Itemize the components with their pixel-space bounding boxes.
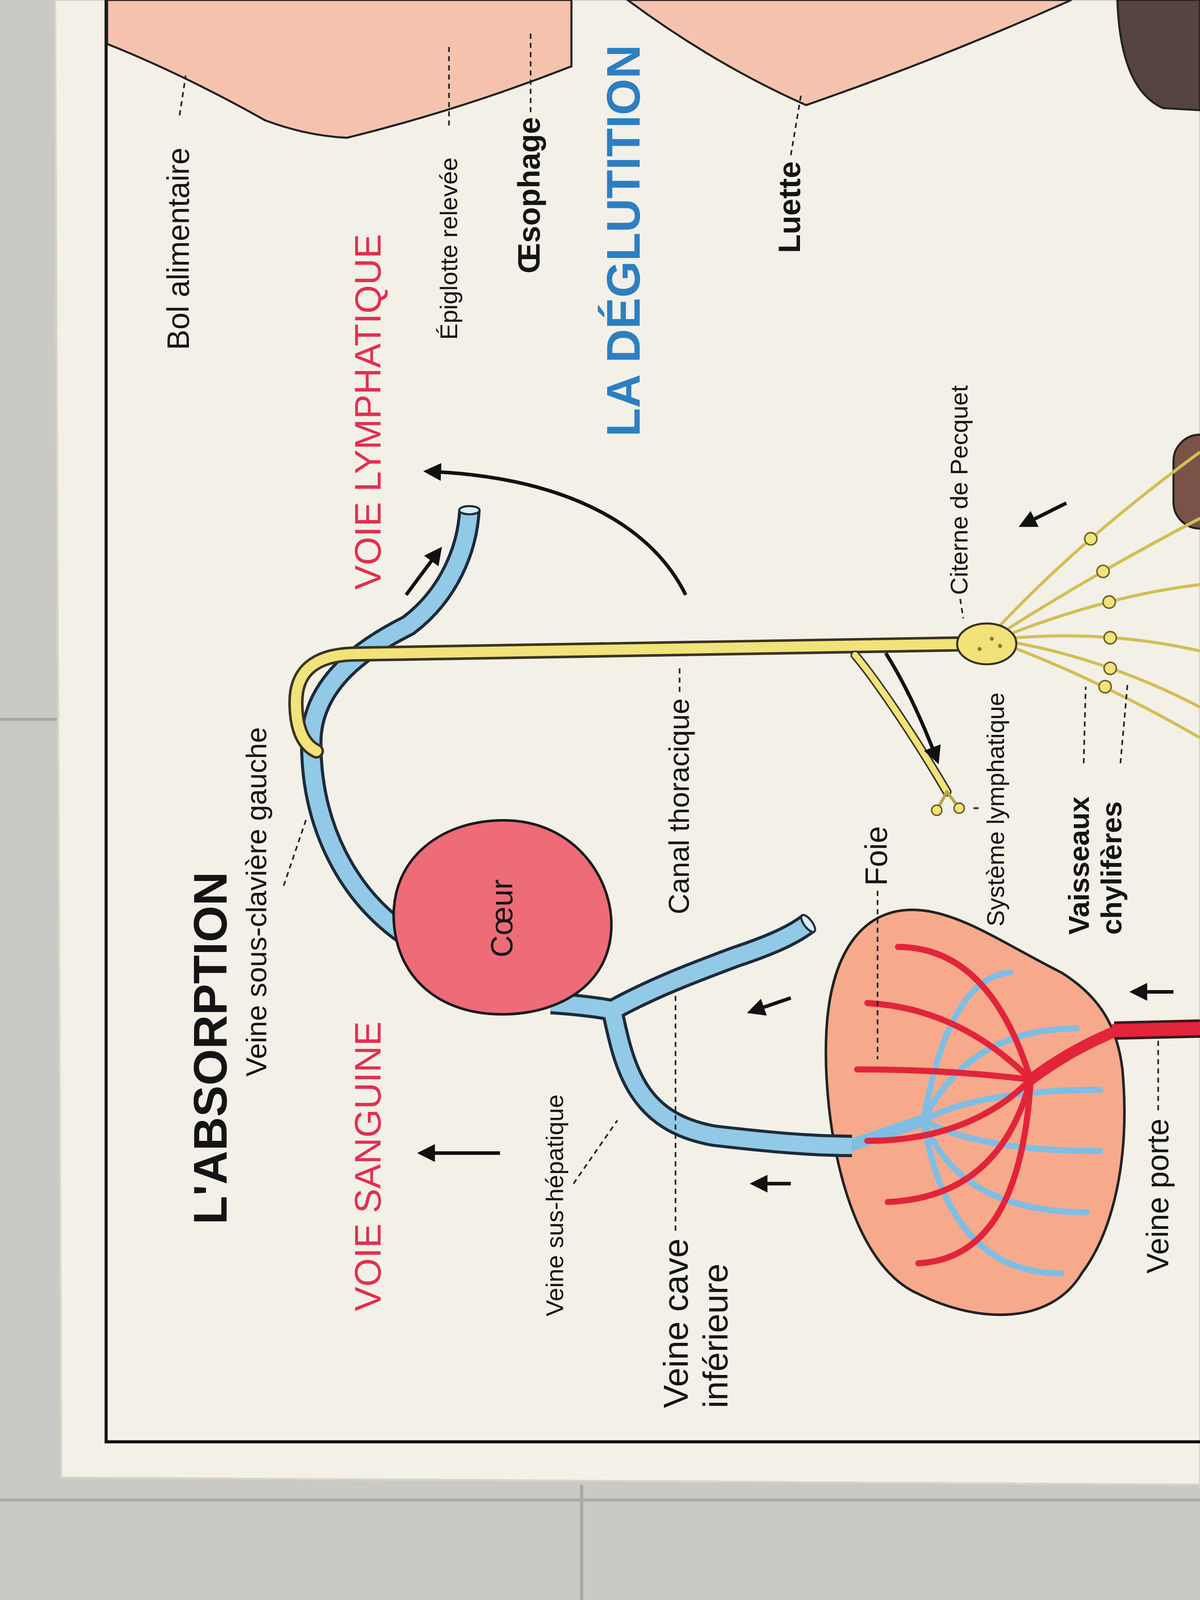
part-name: Veine cave inférieure	[655, 1203, 736, 1408]
cistern-dot	[998, 644, 1002, 649]
lymph-node	[931, 805, 943, 816]
poster-frame	[105, 0, 1200, 1442]
part-name: Canal thoracique	[663, 698, 697, 915]
flow-arrow	[405, 551, 439, 596]
pathway-title: VOIE SANGUINE	[346, 1021, 389, 1312]
leader-line	[1157, 1038, 1160, 1111]
portal-vein-branch	[867, 1079, 1031, 1141]
lymph-node	[1098, 680, 1112, 693]
portal-vein	[1112, 1028, 1200, 1031]
portal-vein-branch	[898, 946, 1031, 1080]
lymph-branch-outline	[855, 655, 947, 793]
part-name: Veine sus-hépatique	[540, 1094, 570, 1317]
chyle-vessel	[1014, 648, 1200, 738]
heart-shape	[393, 820, 612, 1015]
part-name: Bol alimentaire	[161, 147, 197, 350]
hepatic-veins	[848, 972, 1100, 1274]
part-name: Veine porte	[1140, 1118, 1177, 1274]
part-name: Œsophage	[512, 117, 548, 274]
pathway-title: VOIE LYMPHATIQUE	[346, 234, 389, 591]
liver-organ	[825, 909, 1125, 1315]
thoracic-duct	[296, 644, 965, 811]
vein-opening	[798, 912, 818, 934]
leader-line	[573, 1120, 618, 1184]
chyle-vessels	[1000, 451, 1200, 738]
leader-line	[678, 667, 681, 693]
flow-arrow	[1134, 990, 1174, 994]
leader-line	[790, 94, 802, 156]
section-heading: LA DÉGLUTITION	[596, 44, 651, 437]
node-text-group: Cœur	[484, 879, 521, 958]
part-name: Vaisseaux chylifères	[1063, 771, 1129, 935]
chyle-vessel	[1013, 584, 1200, 633]
mouth-section	[627, 0, 1072, 106]
lymph-node	[1084, 532, 1097, 545]
cistern-dot	[989, 636, 994, 641]
chyle-vessel	[1000, 451, 1200, 626]
lymph-node	[953, 803, 965, 814]
chyle-vessel	[1016, 642, 1200, 708]
part-name: Citerne de Pecquet	[944, 385, 974, 595]
lymph-node	[1096, 565, 1110, 578]
flow-arrow	[885, 653, 937, 760]
leader-line	[1083, 686, 1086, 764]
flow-arrow	[428, 471, 686, 595]
lymph-branch-fill	[855, 655, 947, 793]
section-heading: L'ABSORPTION	[183, 871, 238, 1225]
hepatic-vein-outline	[612, 1010, 852, 1147]
leader-line	[448, 44, 450, 126]
tile-seam	[0, 1498, 1200, 1502]
lymph-node	[1103, 596, 1116, 609]
cistern-of-pecquet	[957, 623, 1017, 665]
leader-line	[960, 598, 964, 619]
portal-vein-branch	[857, 1069, 1031, 1080]
leader-line	[969, 807, 979, 810]
leader-line	[1120, 683, 1128, 764]
part-name: Foie	[859, 826, 895, 886]
hepatic-vein-branch	[923, 972, 1011, 1121]
part-name: Luette	[772, 161, 808, 253]
cistern-dot	[977, 646, 982, 651]
leader-line	[674, 992, 677, 1231]
hepatic-vein	[612, 1010, 852, 1147]
lymph-nodes	[1084, 532, 1117, 693]
tile-seam	[580, 1484, 584, 1600]
vein-outlines	[311, 510, 852, 1147]
portal-vein-trunk	[1030, 1030, 1118, 1080]
chyle-vessel	[1008, 518, 1200, 629]
poster-paper	[55, 0, 1200, 1485]
throat-section	[107, 0, 572, 138]
leader-lines	[179, 33, 1159, 1231]
vein-opening	[459, 505, 480, 515]
part-name: Système lymphatique	[981, 692, 1010, 927]
node-label: Cœur	[484, 879, 521, 958]
lymph-node	[1103, 631, 1117, 645]
flow-arrow	[1023, 503, 1067, 525]
leader-line	[179, 75, 186, 116]
flow-arrow	[755, 1181, 791, 1186]
tile-seam	[0, 717, 60, 722]
intestine-fragment	[1173, 434, 1200, 529]
part-name: Épiglotte relevée	[434, 157, 463, 341]
leader-line	[529, 33, 532, 113]
organ-fragment	[1117, 0, 1200, 111]
heart-organ: Cœur	[387, 816, 618, 1021]
vein-fills	[311, 510, 852, 1147]
lymph-node	[1103, 662, 1117, 675]
portal-branches	[857, 946, 1118, 1264]
leader-line	[876, 890, 879, 1060]
leader-line	[283, 819, 307, 886]
part-name: Veine sous-clavière gauche	[240, 726, 274, 1077]
flow-arrow	[422, 1151, 500, 1155]
flow-arrow	[751, 998, 791, 1012]
